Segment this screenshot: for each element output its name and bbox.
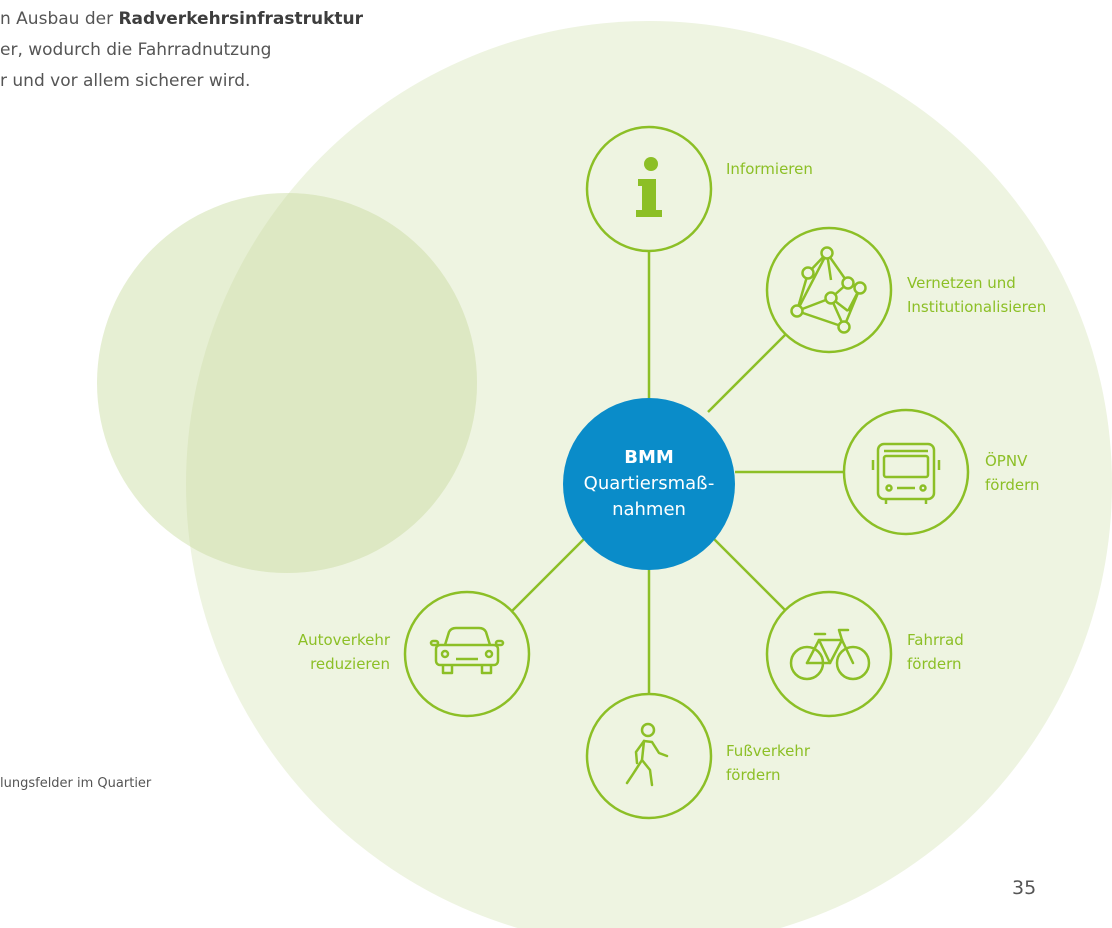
connector-lines: [509, 249, 845, 696]
node-circle-auto: [403, 590, 531, 718]
center-circle: [563, 398, 735, 570]
label-fahrrad-line1: Fahrrad: [907, 631, 964, 649]
center-line2: nahmen: [612, 499, 686, 520]
node-circle-vernetzen: [765, 226, 893, 354]
label-auto: Autoverkehr reduzieren: [270, 628, 390, 676]
label-vernetzen-line1: Vernetzen und: [907, 274, 1016, 292]
label-fahrrad-line2: fördern: [907, 655, 962, 673]
center-line1: Quartiersmaß-: [583, 473, 715, 494]
info-icon: [636, 157, 662, 217]
bus-icon: [871, 442, 941, 504]
label-fahrrad: Fahrrad fördern: [907, 628, 964, 676]
label-vernetzen: Vernetzen und Institutionalisieren: [907, 271, 1046, 319]
center-label: BMM Quartiersmaß- nahmen: [563, 398, 735, 570]
bicycle-icon: [789, 628, 871, 681]
label-fuss-line2: fördern: [726, 766, 781, 784]
label-oepnv: ÖPNV fördern: [985, 449, 1040, 497]
network-icon: [790, 246, 867, 334]
node-circle-fuss: [585, 692, 713, 820]
label-informieren-text: Informieren: [726, 160, 813, 178]
label-informieren: Informieren: [726, 157, 813, 181]
label-auto-line2: reduzieren: [310, 655, 390, 673]
intro-line1-bold: Radverkehrsinfrastruktur: [118, 9, 364, 29]
node-circle-fahrrad: [765, 590, 893, 718]
center-title: BMM: [624, 447, 674, 468]
label-auto-line1: Autoverkehr: [297, 631, 390, 649]
intro-line2: er, wodurch die Fahrradnutzung: [0, 40, 272, 60]
figure-caption: lungsfelder im Quartier: [0, 776, 152, 791]
label-oepnv-line2: fördern: [985, 476, 1040, 494]
node-circle-oepnv: [842, 408, 970, 536]
connector-auto: [509, 532, 591, 614]
pedestrian-icon: [625, 722, 669, 787]
intro-line1-pre: n Ausbau der: [0, 9, 119, 29]
intro-line3: r und vor allem sicherer wird.: [0, 71, 251, 91]
label-fuss: Fußverkehr fördern: [726, 739, 810, 787]
label-vernetzen-line2: Institutionalisieren: [907, 298, 1047, 316]
intro-text: n Ausbau der Radverkehrsinfrastruktur er…: [0, 4, 364, 97]
car-icon: [429, 626, 505, 675]
connector-fahrrad: [707, 532, 786, 611]
connector-vernetzen: [707, 334, 786, 413]
page-number: 35: [1012, 877, 1037, 899]
label-oepnv-line1: ÖPNV: [985, 452, 1028, 470]
label-fuss-line1: Fußverkehr: [726, 742, 811, 760]
